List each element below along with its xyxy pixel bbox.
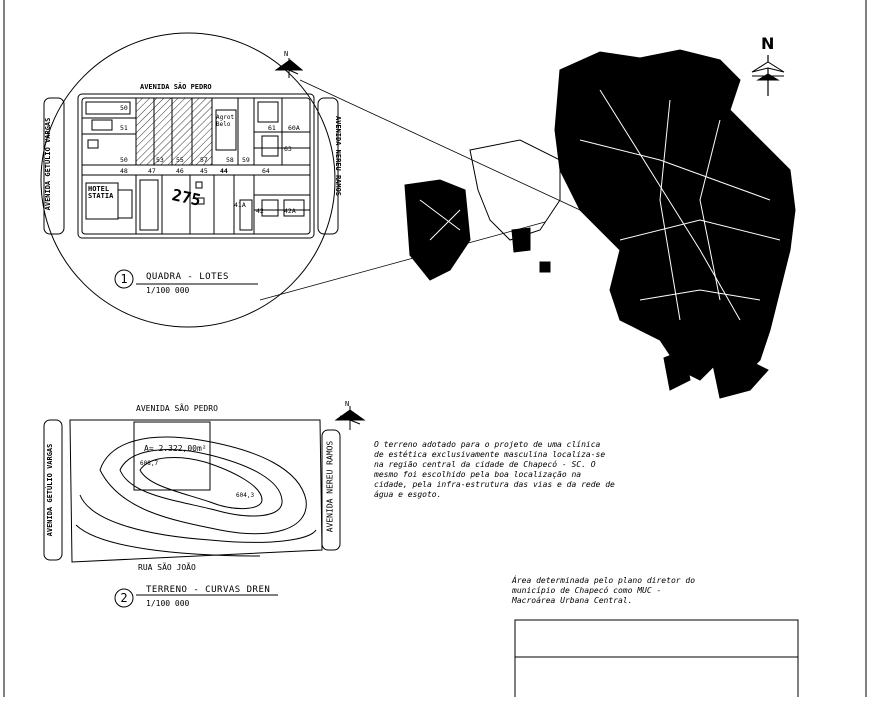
lot-label: 42: [256, 207, 264, 215]
detail1-number: 1: [120, 272, 128, 286]
elevation-1: 608,7: [140, 460, 159, 467]
detail2-street-bottom: RUA SÃO JOÃO: [138, 563, 196, 572]
lot-label: 57: [200, 156, 208, 164]
area-note-text: Área determinada pelo plano diretor do m…: [512, 576, 696, 605]
lot-label: 55: [176, 156, 184, 164]
detail1-street-top: AVENIDA SÃO PEDRO: [140, 83, 212, 91]
north-small-1-label: N: [284, 50, 289, 58]
hotel-label: HOTEL STATIA: [88, 185, 114, 200]
lot-label: 46: [176, 167, 184, 175]
detail2-scale: 1/100 000: [146, 599, 190, 608]
lot-label: 51: [120, 124, 128, 132]
detail1-scale: 1/100 000: [146, 286, 190, 295]
site-hatch: [135, 97, 213, 166]
north-small-2-label: N: [345, 400, 350, 408]
lot-label: 53: [156, 156, 164, 164]
north-arrow-large: [751, 55, 785, 96]
lot-label: 48: [120, 167, 128, 175]
lot-label: 42A: [284, 207, 296, 215]
detail2-street-right: AVENIDA NEREU RAMOS: [325, 440, 335, 533]
title-block: [514, 619, 799, 701]
detail2-street-left: AVENIDA GETÚLIO VARGAS: [46, 443, 54, 537]
city-map-streets: [419, 89, 781, 321]
lot-label: 60A: [288, 124, 300, 132]
detail2-number-circle: [114, 588, 134, 608]
agency-label: Agrot. Belo: [216, 114, 238, 128]
area-label: A= 2.322,00m²: [144, 444, 207, 453]
city-map: [404, 49, 796, 399]
lot-label: 50: [120, 104, 128, 112]
north-arrow-small-2: [334, 406, 366, 430]
leader-line-top: [299, 79, 581, 211]
detail2-number: 2: [120, 591, 128, 605]
north-label: N: [761, 34, 775, 53]
lot-label: 59: [242, 156, 250, 164]
lot-label: 61: [268, 124, 276, 132]
north-arrow-small-1: [274, 58, 304, 78]
detail-circle: [40, 32, 336, 328]
leader-line-bottom: [259, 221, 546, 301]
detail2-street-top: AVENIDA SÃO PEDRO: [136, 404, 218, 413]
lot-label: 41A: [234, 201, 246, 209]
lot-label: 47: [148, 167, 156, 175]
terrain-plan: [43, 419, 341, 563]
description-text: O terreno adotado para o projeto de uma …: [374, 440, 615, 499]
detail1-street-left: AVENIDA GETÚLIO VARGAS: [44, 117, 52, 211]
detail1-title: QUADRA - LOTES: [146, 272, 229, 282]
lot-label: 63: [284, 145, 292, 153]
lot-label: 44: [220, 167, 228, 175]
elevation-2: 604,3: [236, 492, 255, 499]
lot-label: 50: [120, 156, 128, 164]
lot-label: 58: [226, 156, 234, 164]
detail2-title: TERRENO - CURVAS DREN: [146, 585, 271, 595]
block-number: 275: [170, 185, 203, 210]
detail1-number-circle: [114, 269, 134, 289]
detail1-street-right: AVENIDA NEREU RAMOS: [334, 115, 342, 197]
lot-label: 64: [262, 167, 270, 175]
lot-label: 45: [200, 167, 208, 175]
